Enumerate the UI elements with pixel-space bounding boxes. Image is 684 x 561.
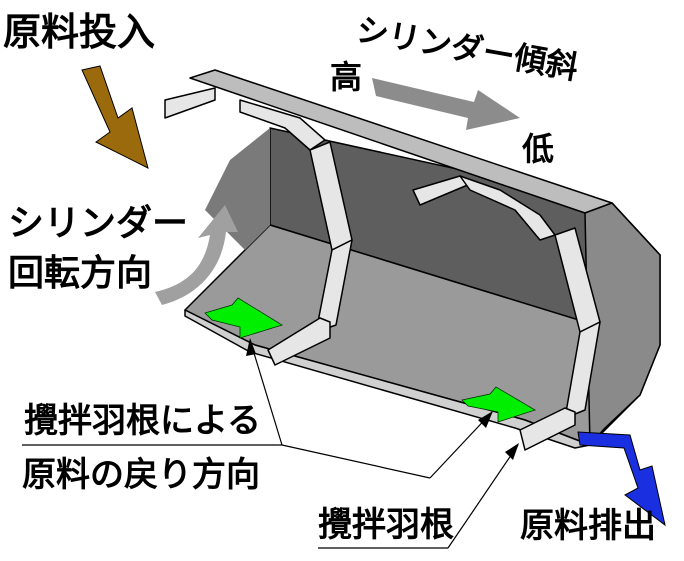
material-input-label: 原料投入 (3, 10, 155, 54)
return-label-line1: 攪拌羽根による (24, 401, 261, 441)
right-lower-strut (564, 321, 601, 419)
incline-label: シリンダー傾斜 (354, 10, 581, 86)
arrowhead-return-left (246, 338, 256, 356)
cylinder-right-face (584, 202, 661, 446)
rotation-arrow (155, 205, 238, 305)
cylinder-lower-rim (184, 309, 591, 449)
material-input-arrow (81, 65, 149, 169)
leader-blade (447, 444, 519, 549)
right-blade-plate[interactable] (519, 407, 576, 451)
material-output-arrow (577, 431, 666, 527)
return-arrow-right (461, 386, 536, 423)
return-arrow-left (204, 297, 283, 339)
low-label: 低 (522, 130, 554, 168)
left-lower-strut (315, 239, 353, 333)
left-small-plate (164, 87, 216, 119)
rotation-label-line2: 回転方向 (8, 253, 152, 294)
blade-label: 攪拌羽根 (318, 505, 454, 545)
right-upper-bracket (459, 175, 556, 241)
incline-arrow (372, 78, 520, 130)
left-blade-plate[interactable] (267, 317, 331, 366)
high-label: 高 (330, 58, 362, 96)
material-output-label: 原料排出 (520, 506, 656, 546)
leader-return-left (249, 339, 283, 446)
arrowhead-return-right (478, 411, 493, 428)
cylinder-body (184, 69, 661, 449)
left-blade-support (164, 87, 353, 366)
leader-return-base (281, 444, 431, 479)
rotation-label-line1: シリンダー (8, 203, 188, 244)
right-blade-support (412, 175, 601, 451)
return-label-line2: 原料の戻り方向 (22, 455, 260, 495)
arrowhead-blade (505, 443, 519, 460)
leader-arrowheads (246, 338, 519, 460)
